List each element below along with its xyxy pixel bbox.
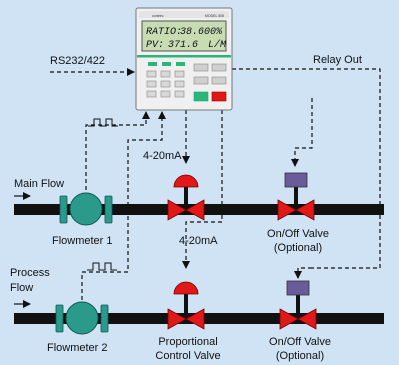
controller-keypad (146, 70, 185, 98)
function-key-4[interactable] (211, 76, 227, 85)
lcd-line2-label: PV: (146, 40, 164, 51)
pulse-symbol-2 (87, 262, 117, 271)
lcd-line2-unit: L/M (208, 39, 227, 51)
function-key-1[interactable] (193, 63, 209, 72)
onoff-actuator-2 (286, 280, 310, 296)
green-key-2[interactable] (162, 62, 171, 66)
onoff-valve-1 (277, 172, 315, 221)
onoff-valve-2 (279, 280, 317, 330)
lcd-line1-unit: % (215, 27, 223, 38)
green-key-1[interactable] (148, 62, 157, 66)
controller-accent-stripe (137, 55, 231, 58)
main-flow-label: Main Flow (14, 178, 64, 190)
upper-control-valve (167, 174, 205, 221)
flowmeter-2-label: Flowmeter 2 (47, 342, 108, 354)
batch-controller: contrec MODEL 505 RATIO: 38.600 % PV: 37… (135, 7, 233, 111)
onoff-valve-1-label-line2: (Optional) (274, 242, 322, 254)
process-flow-label-1: Process (10, 267, 50, 279)
lcd-line1-value: 38.600 (180, 27, 216, 38)
controller-lcd (141, 20, 227, 52)
flowmeter-2 (55, 301, 109, 335)
relay-to-valve1-line (291, 98, 313, 167)
current-label-mid: 4-20mA (179, 235, 218, 247)
process-flow-label-2: Flow (10, 282, 33, 294)
green-key-3[interactable] (176, 62, 185, 66)
function-key-3[interactable] (193, 76, 209, 85)
stop-key[interactable] (211, 91, 227, 102)
controller-model: MODEL 505 (205, 14, 224, 18)
rs232-label: RS232/422 (50, 55, 105, 67)
relay-to-valve2-line (294, 267, 312, 279)
flowmeter-1 (59, 192, 113, 226)
prop-valve-label-line1: Proportional (158, 336, 217, 348)
onoff-valve-2-label-line2: (Optional) (276, 350, 324, 362)
start-key[interactable] (193, 91, 209, 102)
function-key-2[interactable] (211, 63, 227, 72)
flowmeter1-pulse-line (85, 111, 150, 190)
flowmeter-1-label: Flowmeter 1 (52, 235, 113, 247)
actuator-dome-1 (173, 174, 199, 188)
actuator-dome-2 (173, 281, 199, 295)
lcd-line1-label: RATIO: (146, 27, 182, 38)
output-to-prop-valve-line (182, 110, 223, 269)
current-label-top: 4-20mA (143, 150, 182, 162)
lcd-line2-value: 371.6 (168, 40, 198, 51)
onoff-valve-2-label-line1: On/Off Valve (269, 336, 331, 348)
relay-out-label: Relay Out (313, 54, 362, 66)
controller-brand: contrec (152, 14, 164, 18)
onoff-valve-1-label-line1: On/Off Valve (267, 228, 329, 240)
prop-valve-label-line2: Control Valve (155, 350, 220, 362)
relay-out-line (232, 68, 381, 269)
onoff-actuator-1 (284, 172, 308, 188)
pulse-symbol-1 (88, 118, 118, 127)
proportional-control-valve (167, 281, 205, 330)
